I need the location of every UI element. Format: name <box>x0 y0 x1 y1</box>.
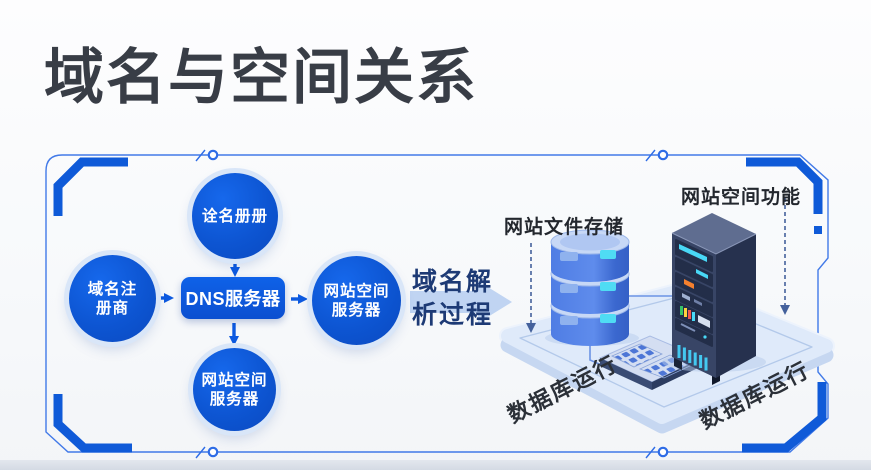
flow-circle-label: 诠名册册 <box>201 207 268 225</box>
platform-label-left: 数据库运行 <box>503 350 622 428</box>
flow-circle-registrar: 域名注 册商 <box>69 255 156 342</box>
platform-label-right: 数据库运行 <box>695 356 814 434</box>
dns-server-box: DNS服务器 <box>181 277 285 319</box>
function-label: 网站空间功能 <box>681 187 802 208</box>
flow-circle-webspace-server-right: 网站空间 服务器 <box>312 256 401 345</box>
flow-circle-label: 册商 <box>95 299 129 317</box>
process-label-line1: 域名解 <box>412 268 494 296</box>
process-label-line2: 析过程 <box>412 301 494 329</box>
database-icon <box>545 229 639 346</box>
flow-circle-label: 服务器 <box>209 390 260 408</box>
flow-circle-label: 网站空间 <box>323 282 390 300</box>
dns-server-label: DNS服务器 <box>185 289 281 309</box>
dashed-arrow-right-icon <box>780 198 790 315</box>
server-rack-icon <box>662 213 766 385</box>
storage-label: 网站文件存储 <box>504 217 625 238</box>
process-label: 域名解 析过程 <box>412 266 493 332</box>
dashed-arrow-left-icon <box>526 243 536 333</box>
page-title: 域名与空间关系 <box>44 44 478 111</box>
flow-circle-domain-register: 诠名册册 <box>192 173 278 259</box>
bottom-edge <box>0 460 871 470</box>
flow-circle-label: 域名注 <box>87 280 138 298</box>
flow-circle-webspace-server-bottom: 网站空间 服务器 <box>193 348 276 431</box>
flow-circle-label: 服务器 <box>331 301 382 319</box>
flow-circle-label: 网站空间 <box>201 371 268 389</box>
